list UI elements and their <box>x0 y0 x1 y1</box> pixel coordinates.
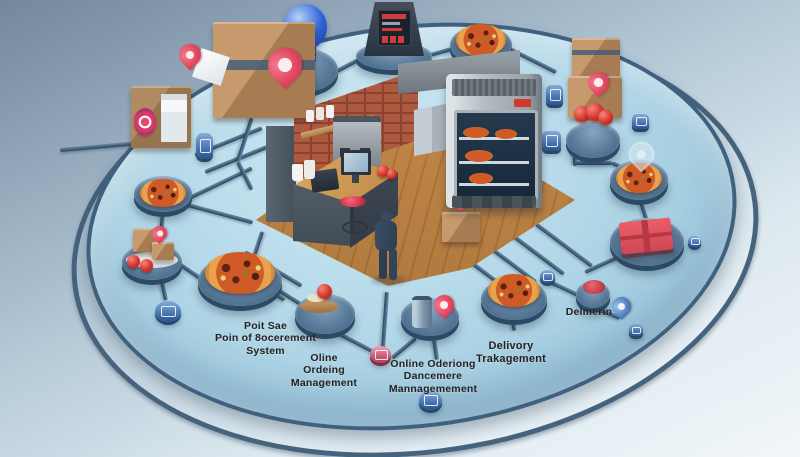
pos-screen-row <box>382 28 402 31</box>
fridge-red-badge <box>514 99 531 107</box>
fridge-pizza <box>469 173 493 184</box>
apple-icon <box>140 259 153 272</box>
label-online-ordering-2: Online Oderiong Dancemere Mannagemement <box>358 358 508 395</box>
wood-board-icon <box>300 300 338 313</box>
person-leg <box>389 249 397 280</box>
pos-monitor-screen <box>344 153 368 172</box>
label-delivery-management: Delivory Trakagement <box>455 340 567 366</box>
red-gift-package <box>618 217 674 255</box>
fridge-shelf <box>459 137 529 140</box>
box-tape-stripe <box>213 60 315 70</box>
tomato-icon <box>377 165 389 177</box>
cup-icon <box>306 110 314 122</box>
strawberry-icon <box>317 284 332 299</box>
label-line: Dancemere <box>403 370 463 383</box>
label-line: Mannagemement <box>388 382 478 395</box>
rim-dot-icon <box>540 270 555 283</box>
label-online-ordering-1: Oline Ordeing Management <box>272 352 376 389</box>
spiral-sticker-icon <box>134 108 156 136</box>
fridge-pizza <box>465 150 493 162</box>
cardboard-box <box>152 242 174 260</box>
label-line: Online Oderiong <box>390 358 476 370</box>
mascot-figure-icon <box>196 133 213 159</box>
fridge-base <box>452 196 536 208</box>
person-shadow <box>371 276 407 285</box>
monitor-stand <box>352 175 359 183</box>
counter-end-panel <box>266 126 296 222</box>
mini-red-node <box>583 280 605 294</box>
tomato-icon <box>387 169 397 179</box>
node-disc-peppers <box>566 122 620 158</box>
cardboard-box <box>442 212 480 242</box>
stool-seat <box>340 196 366 207</box>
pizza-icon <box>456 24 506 56</box>
label-line: Poin of 8ocerement <box>214 332 317 345</box>
rim-button-icon <box>632 114 649 129</box>
connector-pipe <box>575 161 612 165</box>
fridge-glass-door <box>454 110 538 200</box>
drink-can-icon <box>412 296 432 328</box>
pizza-icon <box>140 179 186 207</box>
pos-screen-keys <box>382 36 406 43</box>
label-line: Delivory <box>488 340 534 352</box>
fridge-vent <box>452 79 536 96</box>
pos-monitor <box>341 150 371 175</box>
cup-icon <box>292 164 303 181</box>
rim-dot-icon <box>688 236 701 247</box>
pizza-icon <box>488 274 540 307</box>
cup-icon <box>316 107 324 120</box>
stool-footring <box>342 221 368 234</box>
fridge-shelf <box>459 183 529 186</box>
label-pos-system: Poit Sae Poin of 8ocerement System <box>203 320 328 357</box>
pos-screen-bar <box>382 14 406 19</box>
blue-button-icon <box>546 85 563 105</box>
label-line: Poit Sae <box>243 320 288 332</box>
label-delmerin: Delmerin <box>548 306 630 318</box>
pink-button-icon <box>370 346 391 363</box>
box-tape-stripe <box>572 50 620 55</box>
coin-button-icon <box>155 301 181 322</box>
pos-terminal-screen <box>378 10 411 46</box>
pizza-icon <box>205 252 275 294</box>
blue-box-button-icon <box>629 324 643 336</box>
label-line: Trakagement <box>475 352 547 365</box>
label-line: Ordeing <box>303 364 345 377</box>
apple-icon <box>127 255 140 268</box>
cup-icon <box>326 105 334 118</box>
cream-icon <box>307 294 325 302</box>
person-head <box>381 212 392 223</box>
pepper-icon <box>598 110 613 125</box>
flame-button-icon <box>542 131 561 151</box>
shipping-label <box>161 94 187 142</box>
label-line: Oline <box>310 352 338 364</box>
label-line: Management <box>290 376 358 389</box>
person-leg <box>379 249 387 279</box>
pos-screen-row <box>382 22 400 25</box>
label-line: Delmerin <box>565 306 613 318</box>
fridge-shelf <box>459 161 529 164</box>
bottom-rim-button-icon <box>419 391 442 410</box>
fridge-pizza <box>495 129 517 139</box>
fridge-pizza <box>463 127 489 138</box>
label-line: System <box>246 344 285 357</box>
stool-pole <box>350 204 354 231</box>
person-torso <box>375 221 397 251</box>
cup-icon <box>304 160 315 179</box>
